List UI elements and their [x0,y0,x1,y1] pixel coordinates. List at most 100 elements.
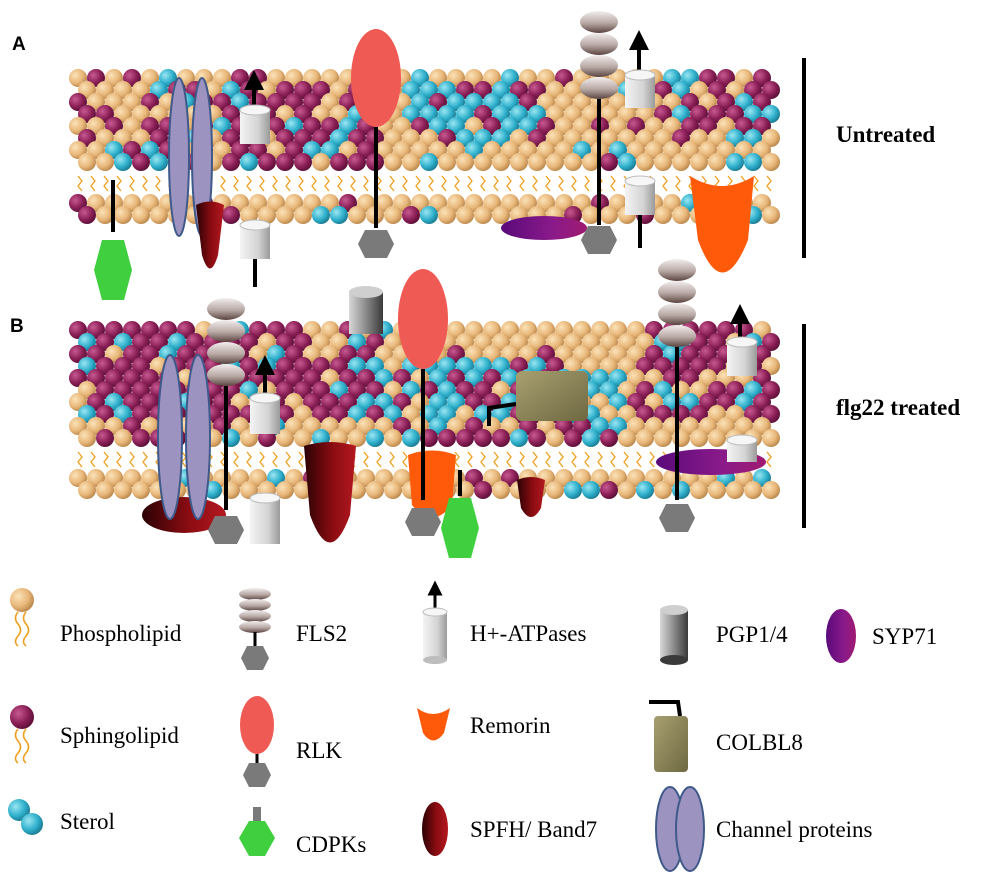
lipid-head [564,481,582,499]
legend-label: Phospholipid [60,621,182,646]
lipid-head [600,481,618,499]
lipid-head [96,429,114,447]
lipid-head [96,206,114,224]
membrane-untreated [69,69,780,224]
lipid-head [528,153,546,171]
lipid-head [456,206,474,224]
lipid-head [348,153,366,171]
lipid-head [240,206,258,224]
lipid-head [672,429,690,447]
lipid-head [420,153,438,171]
legend-label: Channel proteins [716,817,873,842]
lipid-head [600,429,618,447]
lipid-head [438,153,456,171]
cdpk-icon [441,470,479,558]
lipid-head [222,206,240,224]
lipid-head [330,153,348,171]
remorin-icon [417,708,450,741]
h-atpase-icon [249,355,281,544]
legend-label: FLS2 [296,621,347,646]
lipid-head [654,481,672,499]
legend-label: Sphingolipid [60,723,179,748]
lipid-head [762,429,780,447]
lipid-head [762,153,780,171]
lipid-head [744,481,762,499]
lipid-head [114,153,132,171]
lipid-head [636,153,654,171]
lipid-head [492,429,510,447]
lipid-head [654,206,672,224]
legend-label: Remorin [470,713,551,738]
lipid-head [582,429,600,447]
lipid-head [546,481,564,499]
lipid-head [492,206,510,224]
lipid-head [564,153,582,171]
lipid-head [294,153,312,171]
lipid-head [132,206,150,224]
syp71-icon [501,216,587,240]
lipid-head [762,206,780,224]
spfh-band7-icon [196,201,224,269]
lipid-head [132,481,150,499]
lipid-head [546,153,564,171]
lipid-head [564,429,582,447]
lipid-head [132,153,150,171]
pgp-icon [349,286,383,334]
lipid-head [708,153,726,171]
lipid-head [600,153,618,171]
lipid-head [384,481,402,499]
legend-label: PGP1/4 [716,622,788,647]
channel-protein-icon [168,77,213,237]
lipid-head [672,206,690,224]
lipid-head [456,153,474,171]
lipid-head [636,481,654,499]
lipid-head [78,153,96,171]
h-atpase-icon [726,304,758,462]
proteins-untreated [94,11,754,300]
lipid-head [474,429,492,447]
lipid-head [312,153,330,171]
lipid-head [690,429,708,447]
lipid-head [330,206,348,224]
lipid-head [438,429,456,447]
proteins-flg22-treated [142,259,766,558]
panel-letter-b: B [10,316,24,337]
lipid-head [240,153,258,171]
legend: Phospholipid Sphingolipid Sterol FLS2 [8,580,937,872]
h-atpase-icon [422,580,448,664]
lipid-head [654,429,672,447]
lipid-head [582,206,600,224]
lipid-head [528,429,546,447]
lipid-head [726,153,744,171]
lipid-head [420,206,438,224]
sterol-icon [8,799,43,835]
panel-letter-a: A [12,34,26,55]
colbl8-icon [487,371,588,426]
fls2-icon [580,11,618,254]
lipid-head [114,481,132,499]
rlk-icon [351,29,401,258]
lipid-head [618,153,636,171]
lipid-head [708,429,726,447]
fls2-icon [239,588,271,670]
condition-label-flg22: flg22 treated [836,395,960,420]
lipid-head [618,429,636,447]
lipid-head [726,481,744,499]
lipid-head [672,481,690,499]
remorin-icon [408,450,456,518]
lipid-head [348,206,366,224]
rlk-icon [240,696,274,787]
lipid-head [150,153,168,171]
lipid-head [654,153,672,171]
colbl8-icon [649,700,688,772]
lipid-head [366,481,384,499]
lipid-head [600,206,618,224]
lipid-head [366,429,384,447]
lipid-head [78,429,96,447]
phospholipid-icon [10,588,34,647]
fls2-icon [658,259,696,532]
lipid-head [294,206,312,224]
lipid-head [276,153,294,171]
channel-protein-icon [655,786,705,872]
lipid-head [636,429,654,447]
